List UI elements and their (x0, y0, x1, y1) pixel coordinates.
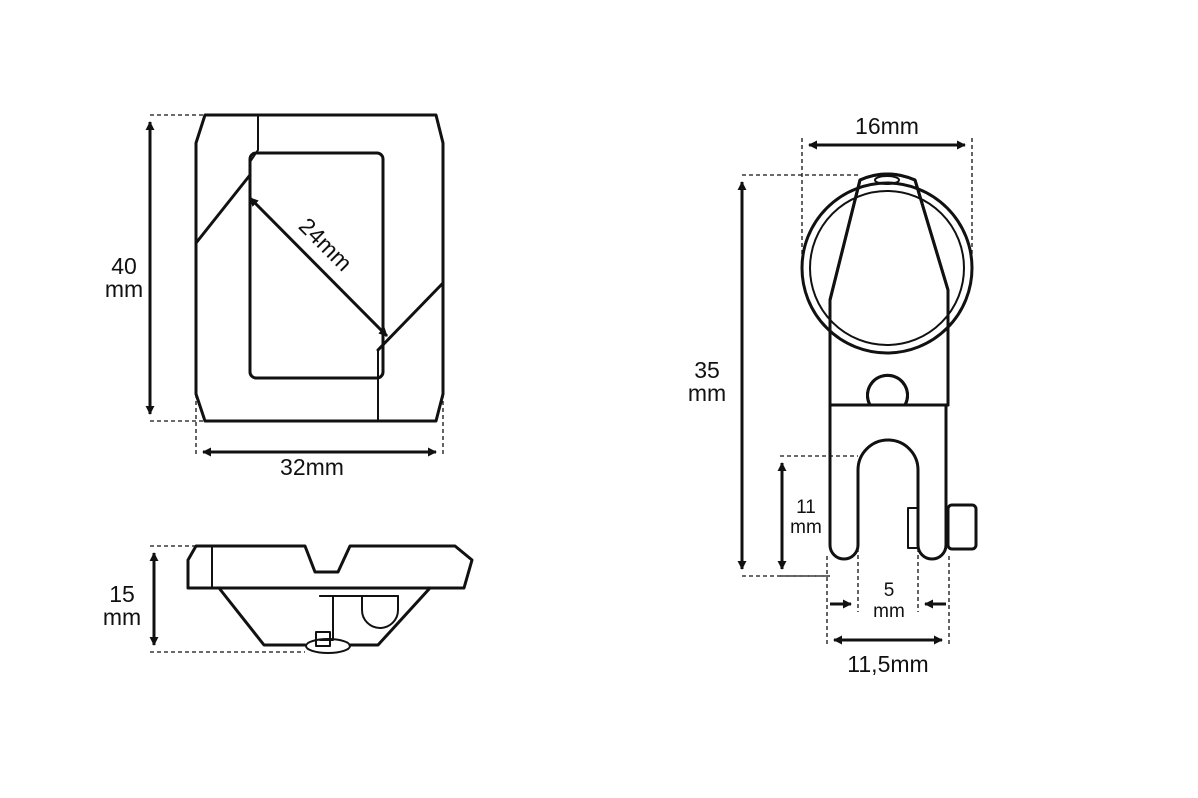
buckle-thickness-value: 15 (109, 581, 135, 607)
buckle-thickness-dimension: 15 mm (103, 545, 305, 653)
buckle-side-view (186, 544, 474, 654)
jaw-width-label: 11,5mm (847, 651, 928, 677)
buckle-width-dimension: 32mm (195, 394, 444, 480)
buckle-opening-dimension: 24mm (248, 196, 389, 338)
slot-width-value: 5 (884, 580, 895, 601)
slider-height-value: 35 (694, 357, 720, 383)
jaw-width-dimension: 11,5mm (826, 556, 950, 677)
buckle-thickness-unit: mm (103, 604, 141, 630)
slot-width-unit: mm (873, 601, 905, 622)
slot-depth-dimension: 11 mm (777, 455, 858, 577)
slider-height-unit: mm (688, 380, 726, 406)
buckle-height-dimension: 40 mm (105, 114, 205, 422)
slider-height-dimension: 35 mm (688, 174, 860, 577)
buckle-height-unit: mm (105, 276, 143, 302)
buckle-height-value: 40 (111, 253, 137, 279)
slot-depth-value: 11 (796, 497, 816, 518)
buckle-width-label: 32mm (280, 454, 344, 480)
slider-width-label: 16mm (855, 113, 919, 139)
slot-width-dimension: 5 mm (830, 548, 946, 622)
buckle-opening-label: 24mm (294, 213, 358, 277)
slider-width-dimension: 16mm (801, 113, 973, 258)
slot-depth-unit: mm (790, 517, 822, 538)
slider-view (800, 172, 978, 561)
